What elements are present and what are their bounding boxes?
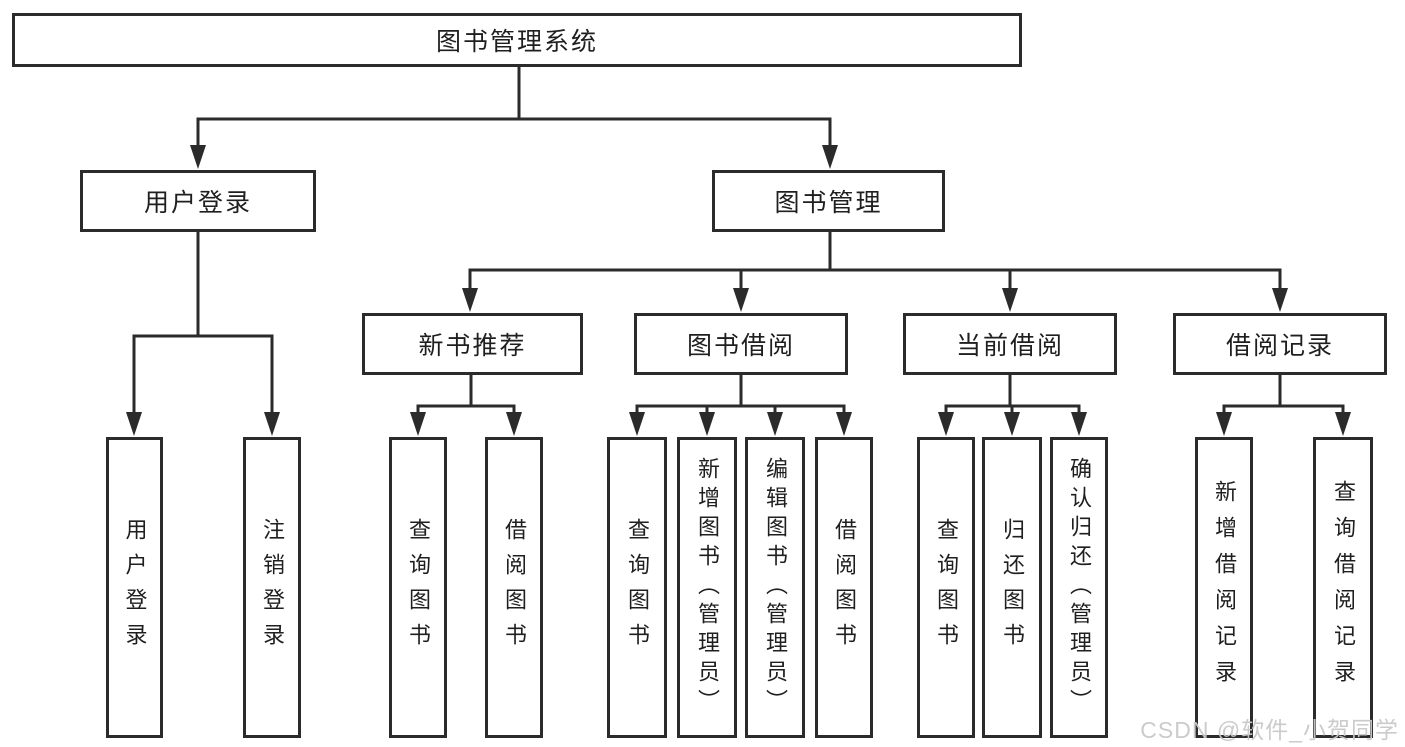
arrowhead bbox=[822, 145, 838, 169]
arrowheads bbox=[126, 145, 1351, 436]
leaf-borrow-borrow-book-label: 借阅图书 bbox=[832, 517, 857, 658]
node-book-borrow: 图书借阅 bbox=[634, 313, 848, 375]
arrowhead bbox=[1335, 412, 1351, 436]
leaf-current-query-book: 查询图书 bbox=[917, 437, 975, 738]
leaf-query-borrow-record-label: 查询借阅记录 bbox=[1331, 479, 1356, 696]
node-root-label: 图书管理系统 bbox=[435, 28, 598, 56]
arrowhead bbox=[1071, 412, 1087, 436]
node-user-login: 用户登录 bbox=[80, 170, 316, 232]
leaf-edit-book-admin-label: 编辑图书（管理员） bbox=[763, 457, 788, 718]
leaf-query-borrow-record: 查询借阅记录 bbox=[1313, 437, 1373, 738]
node-root: 图书管理系统 bbox=[12, 13, 1022, 67]
leaf-confirm-return-admin-label: 确认归还（管理员） bbox=[1067, 457, 1092, 718]
arrowhead bbox=[190, 145, 206, 169]
node-user-login-label: 用户登录 bbox=[143, 189, 252, 217]
leaf-borrow-borrow-book: 借阅图书 bbox=[815, 437, 873, 738]
arrowhead bbox=[1002, 288, 1018, 312]
arrowhead bbox=[699, 412, 715, 436]
arrowhead bbox=[1216, 412, 1232, 436]
leaf-add-borrow-record: 新增借阅记录 bbox=[1195, 437, 1253, 738]
node-current-borrow-label: 当前借阅 bbox=[955, 332, 1064, 360]
leaf-recommend-query-book-label: 查询图书 bbox=[406, 517, 431, 658]
arrowhead bbox=[767, 412, 783, 436]
arrowhead bbox=[836, 412, 852, 436]
leaf-borrow-query-book-label: 查询图书 bbox=[625, 517, 650, 658]
leaf-add-borrow-record-label: 新增借阅记录 bbox=[1212, 479, 1237, 696]
watermark: CSDN @软件_小贺同学 bbox=[1140, 717, 1399, 743]
arrowhead bbox=[938, 412, 954, 436]
node-book-management-label: 图书管理 bbox=[774, 189, 883, 217]
leaf-current-query-book-label: 查询图书 bbox=[934, 517, 959, 658]
leaf-return-book: 归还图书 bbox=[982, 437, 1042, 738]
leaf-recommend-borrow-book: 借阅图书 bbox=[485, 437, 543, 738]
node-borrow-records-label: 借阅记录 bbox=[1225, 332, 1334, 360]
node-new-book-recommend: 新书推荐 bbox=[362, 313, 583, 375]
leaf-recommend-query-book: 查询图书 bbox=[389, 437, 447, 738]
node-book-management: 图书管理 bbox=[712, 170, 945, 232]
leaf-borrow-query-book: 查询图书 bbox=[607, 437, 667, 738]
leaf-logout: 注销登录 bbox=[243, 437, 301, 738]
arrowhead bbox=[506, 412, 522, 436]
leaf-add-book-admin-label: 新增图书（管理员） bbox=[695, 457, 720, 718]
arrowhead bbox=[629, 412, 645, 436]
connector-borrow-rail bbox=[635, 404, 846, 418]
leaf-edit-book-admin: 编辑图书（管理员） bbox=[745, 437, 805, 738]
connector-level3-rail bbox=[468, 268, 1282, 292]
arrowhead bbox=[1004, 412, 1020, 436]
leaf-user-login-label: 用户登录 bbox=[122, 517, 148, 658]
connector-records-rail bbox=[1222, 404, 1345, 418]
leaf-user-login: 用户登录 bbox=[106, 437, 163, 738]
leaf-add-book-admin: 新增图书（管理员） bbox=[677, 437, 737, 738]
connector-level1-rail bbox=[196, 117, 832, 150]
leaf-confirm-return-admin: 确认归还（管理员） bbox=[1050, 437, 1108, 738]
leaf-logout-label: 注销登录 bbox=[260, 517, 285, 658]
arrowhead bbox=[1272, 288, 1288, 312]
arrowhead bbox=[126, 412, 142, 436]
arrowhead bbox=[264, 412, 280, 436]
leaf-recommend-borrow-book-label: 借阅图书 bbox=[502, 517, 527, 658]
arrowhead bbox=[733, 288, 749, 312]
leaf-return-book-label: 归还图书 bbox=[1000, 517, 1025, 658]
node-current-borrow: 当前借阅 bbox=[903, 313, 1117, 375]
node-book-borrow-label: 图书借阅 bbox=[686, 332, 795, 360]
node-new-book-recommend-label: 新书推荐 bbox=[418, 332, 527, 360]
node-borrow-records: 借阅记录 bbox=[1173, 313, 1387, 375]
connector-recommend-rail bbox=[416, 404, 516, 418]
connector-userlogin-rail bbox=[132, 334, 274, 418]
arrowhead bbox=[410, 412, 426, 436]
arrowhead bbox=[462, 288, 478, 312]
